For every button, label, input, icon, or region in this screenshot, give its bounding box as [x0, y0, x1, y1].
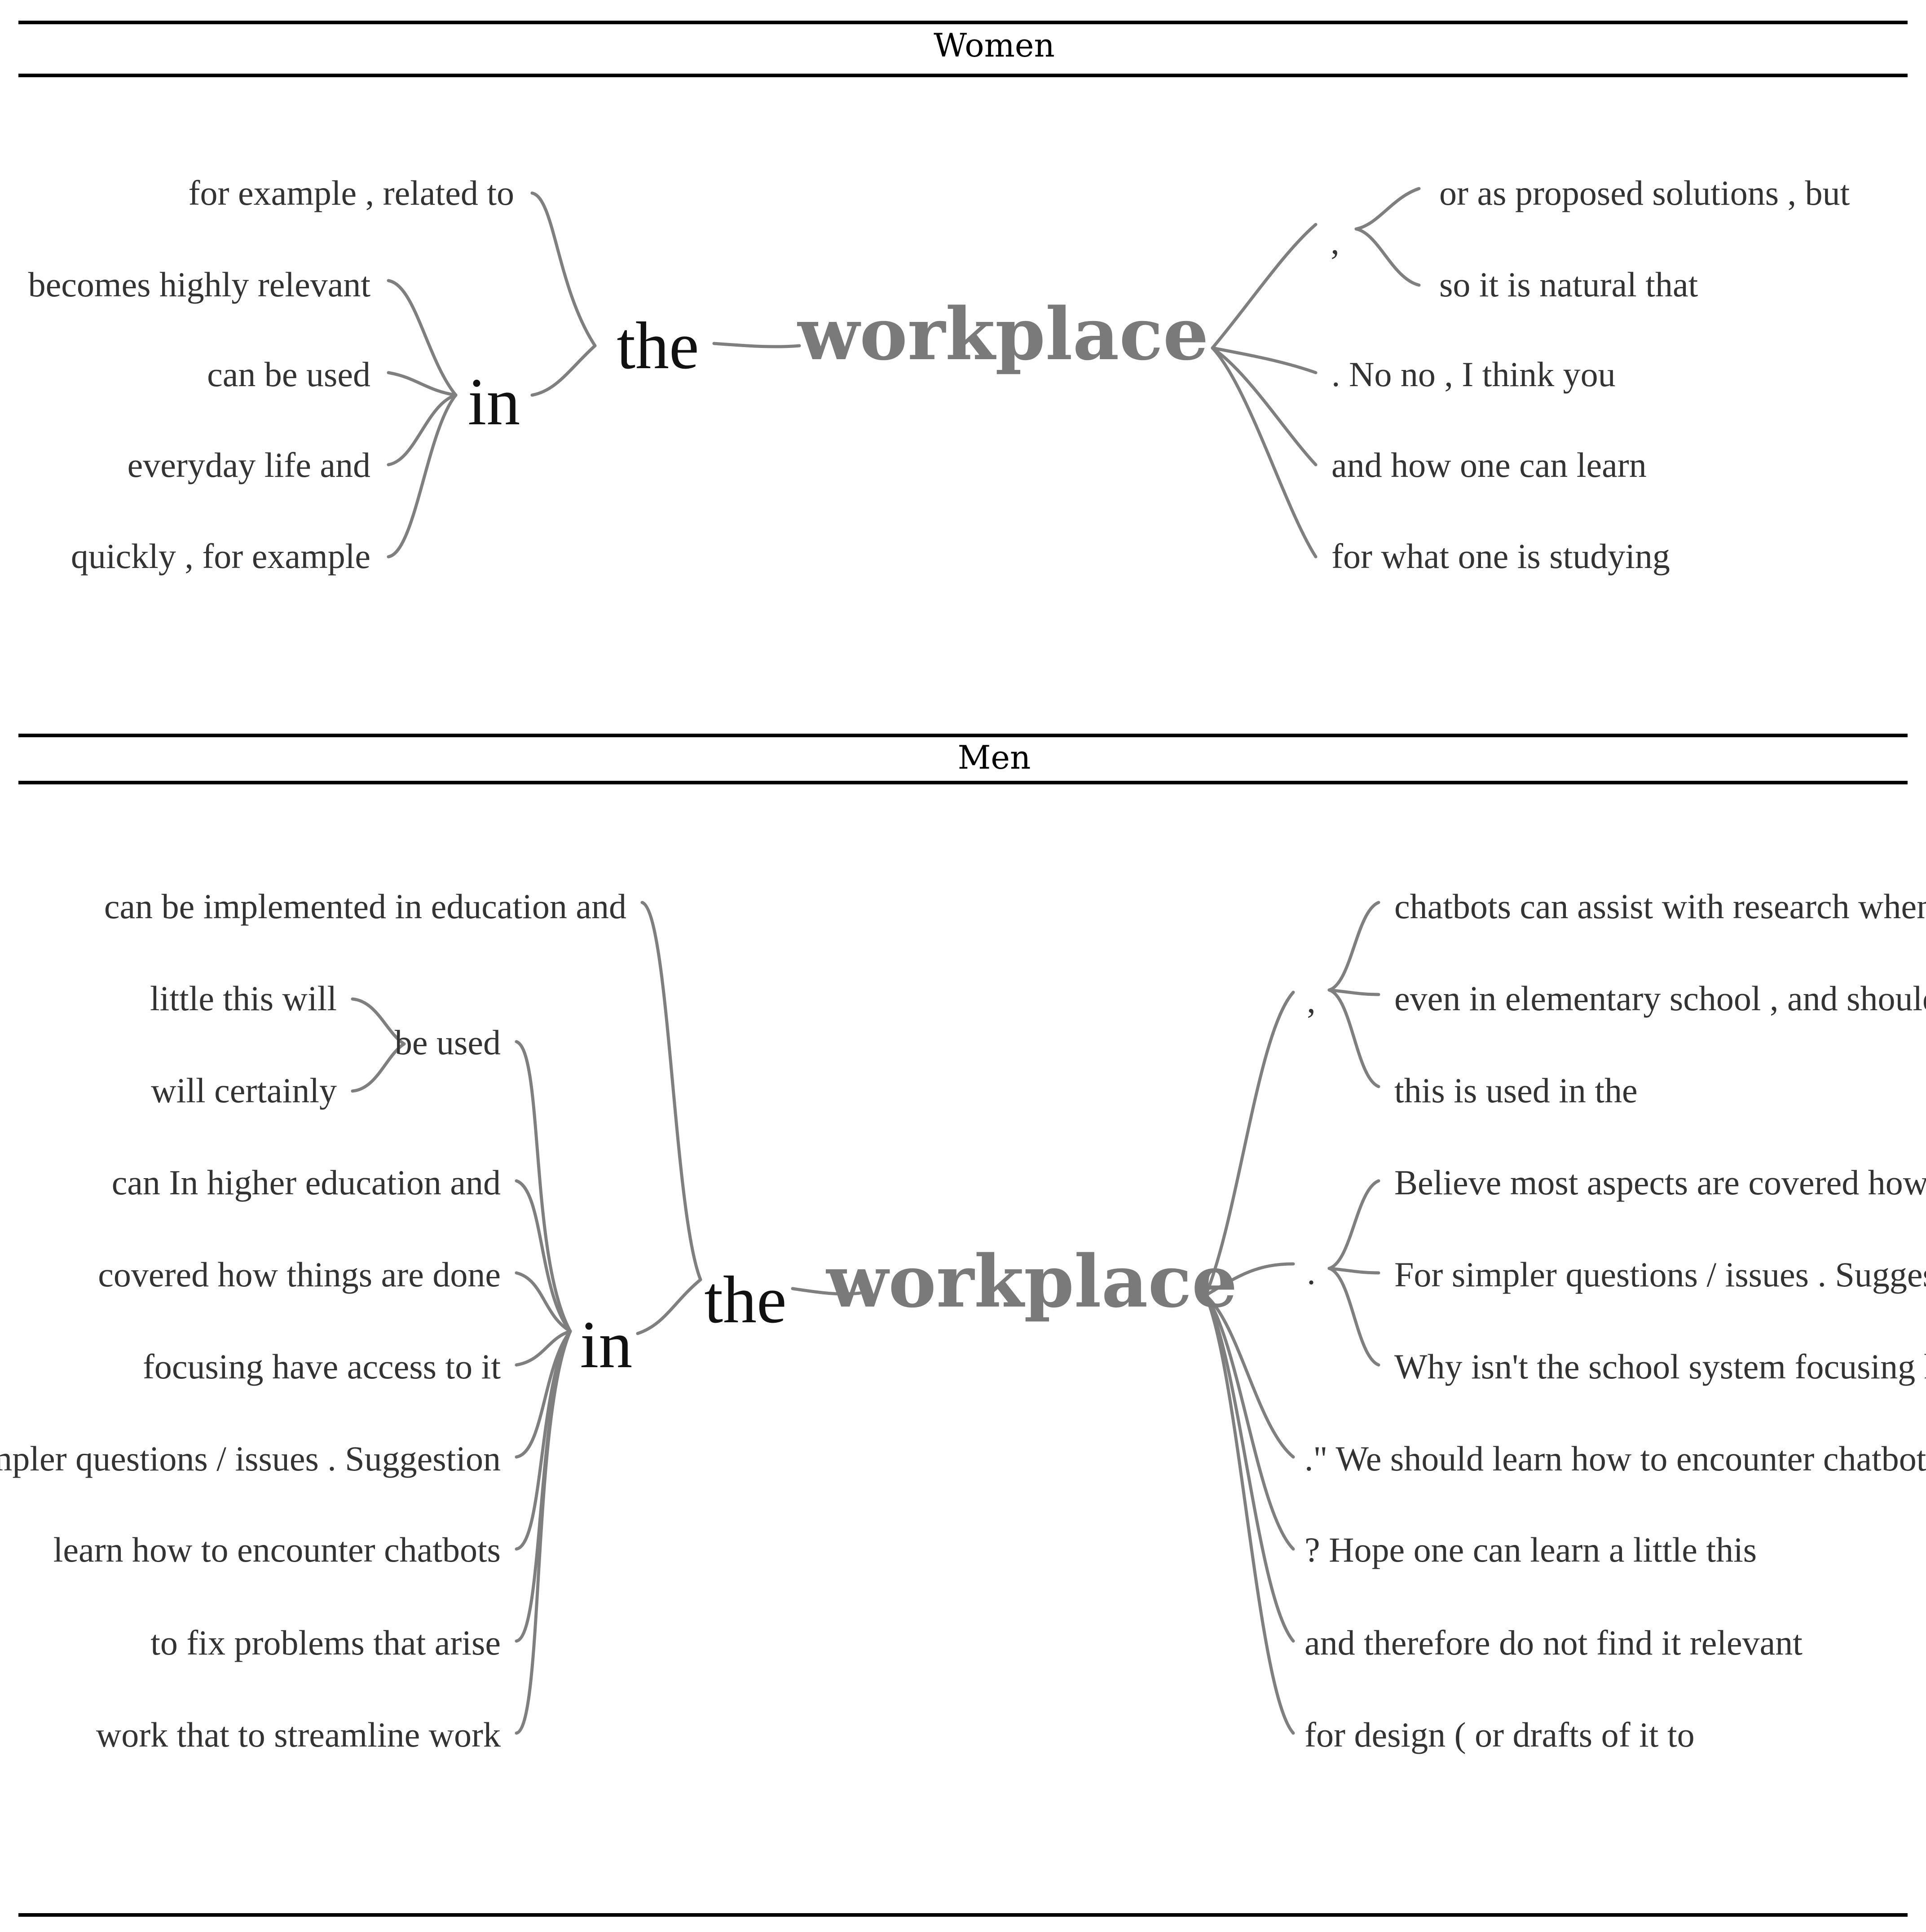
branch-line — [351, 1042, 406, 1093]
branch-line — [530, 191, 597, 348]
branch-line — [1204, 1294, 1295, 1459]
mid-word-in: in — [468, 365, 520, 439]
women-branch-lines — [387, 187, 1421, 559]
branch-line — [1327, 988, 1380, 996]
branch-line — [387, 371, 458, 397]
left-phrase: can be used — [207, 355, 370, 394]
left-phrase: For simpler questions / issues . Suggest… — [0, 1439, 501, 1478]
women-title: Women — [934, 26, 1055, 64]
branch-line — [530, 344, 597, 397]
left-phrase: quickly , for example — [71, 537, 370, 576]
left-phrase: becomes highly relevant — [28, 265, 371, 304]
mid-word-in: in — [580, 1307, 633, 1382]
branch-line — [387, 393, 458, 466]
right-phrase: for design ( or drafts of it to — [1305, 1715, 1695, 1754]
left-phrase: for example , related to — [189, 173, 515, 212]
right-phrase: For simpler questions / issues . Suggest… — [1394, 1255, 1926, 1294]
right-phrase: or as proposed solutions , but — [1439, 173, 1850, 212]
left-phrase: little this will — [150, 979, 337, 1018]
branch-line — [515, 1040, 572, 1333]
right-comma: , — [1331, 222, 1340, 261]
right-period: . — [1307, 1253, 1316, 1292]
left-phrase: work that to streamline work — [96, 1715, 501, 1754]
branch-line — [1204, 1294, 1295, 1735]
men-word-tree: can be implemented in education and litt… — [0, 887, 1926, 1754]
branch-line — [387, 393, 458, 559]
branch-line — [636, 1278, 702, 1335]
branch-line — [1211, 346, 1318, 559]
branch-line — [515, 1271, 572, 1333]
branch-line — [1327, 901, 1380, 992]
right-phrase: . No no , I think you — [1331, 355, 1616, 394]
left-phrase: can be implemented in education and — [104, 887, 626, 926]
left-phrase: to fix problems that arise — [150, 1623, 501, 1662]
branch-line — [1204, 990, 1295, 1297]
branch-line — [351, 997, 406, 1046]
mid-word-the: the — [617, 308, 699, 383]
right-phrase: and therefore do not find it relevant — [1305, 1623, 1803, 1662]
branch-line — [515, 1329, 572, 1735]
mid-phrase-be-used: be used — [395, 1023, 501, 1062]
right-phrase: and how one can learn — [1331, 445, 1647, 484]
mid-word-the: the — [704, 1263, 786, 1337]
keyword-workplace: workplace — [797, 292, 1208, 376]
branch-line — [1354, 187, 1421, 231]
branch-line — [1211, 346, 1318, 374]
keyword-workplace: workplace — [825, 1239, 1237, 1324]
branch-line — [712, 342, 801, 348]
left-phrase: covered how things are done — [98, 1255, 501, 1294]
right-comma: , — [1307, 981, 1316, 1020]
branch-line — [1327, 988, 1380, 1088]
branch-line — [515, 1329, 572, 1551]
branch-line — [515, 1179, 572, 1333]
left-phrase: everyday life and — [128, 445, 370, 484]
left-phrase: focusing have access to it — [143, 1347, 501, 1386]
branch-line — [515, 1329, 572, 1367]
right-phrase: so it is natural that — [1439, 265, 1698, 304]
branch-line — [640, 901, 702, 1281]
left-phrase: will certainly — [151, 1071, 337, 1110]
left-phrase: can In higher education and — [112, 1163, 501, 1202]
branch-line — [791, 1287, 862, 1296]
branch-line — [1204, 1262, 1295, 1297]
right-phrase: even in elementary school , and should c… — [1394, 979, 1926, 1018]
branch-line — [515, 1329, 572, 1459]
branch-line — [1327, 1179, 1380, 1270]
branch-line — [1211, 346, 1318, 466]
branch-line — [387, 279, 458, 397]
branch-line — [1327, 1267, 1380, 1367]
branch-line — [1327, 1267, 1380, 1275]
branch-line — [1211, 223, 1318, 350]
women-word-tree: for example , related to becomes highly … — [28, 173, 1850, 576]
branch-line — [1204, 1294, 1295, 1643]
left-phrase: learn how to encounter chatbots — [53, 1530, 501, 1569]
right-phrase: Why isn't the school system focusing hav… — [1394, 1347, 1926, 1386]
right-phrase: this is used in the — [1394, 1071, 1638, 1110]
branch-line — [1354, 227, 1421, 287]
branch-line — [1204, 1294, 1295, 1551]
right-phrase: ." We should learn how to encounter chat… — [1305, 1439, 1926, 1478]
right-phrase: chatbots can assist with research when w… — [1394, 887, 1926, 926]
men-branch-lines — [351, 901, 1380, 1735]
right-phrase: for what one is studying — [1331, 537, 1670, 576]
men-title: Men — [958, 739, 1031, 776]
right-phrase: ? Hope one can learn a little this — [1305, 1530, 1757, 1569]
right-phrase: Believe most aspects are covered how thi… — [1394, 1163, 1926, 1202]
